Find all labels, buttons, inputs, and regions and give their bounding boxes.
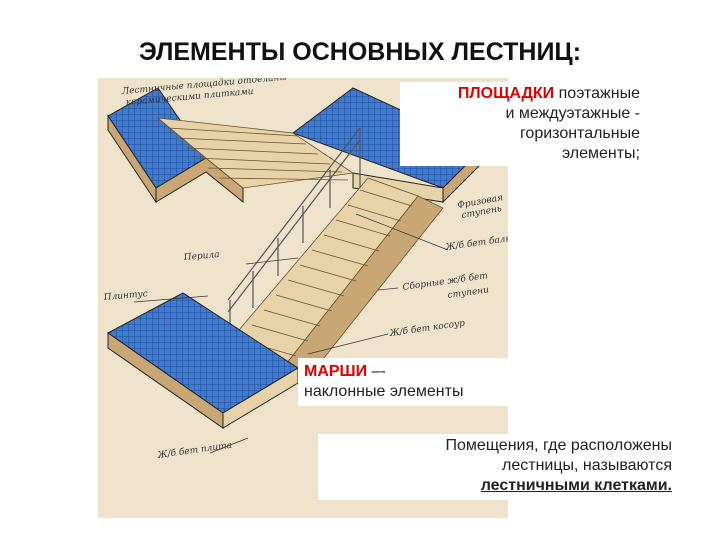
flights-term: МАРШИ [304,363,367,380]
rooms-line2: лестницы, называются [322,456,672,476]
rooms-line1: Помещения, где расположены [322,436,672,456]
page-title: ЭЛЕМЕНТЫ ОСНОВНЫХ ЛЕСТНИЦ: [0,38,720,67]
platforms-line2: и междуэтажные - [404,104,640,124]
flights-term-suffix: –- [367,363,386,380]
callout-stairwells: Помещения, где расположены лестницы, наз… [318,434,676,500]
rooms-term: лестничными клетками. [322,476,672,496]
platforms-line1: поэтажные [554,85,640,102]
platforms-term: ПЛОЩАДКИ [458,85,554,102]
flights-line2: наклонные элементы [304,382,510,402]
callout-platforms: ПЛОЩАДКИ поэтажные и междуэтажные - гори… [400,82,646,166]
callout-flights: МАРШИ –- наклонные элементы [298,358,514,406]
platforms-line4: элементы; [404,144,640,164]
platforms-line3: горизонтальные [404,124,640,144]
